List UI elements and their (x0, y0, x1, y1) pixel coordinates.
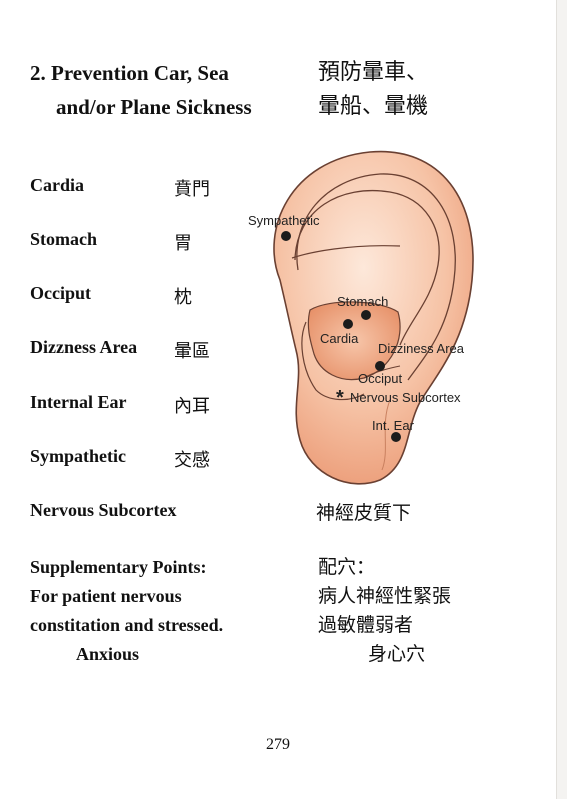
helix-rim (296, 173, 456, 381)
label-stomach: Stomach (337, 294, 388, 309)
point-cardia-zh: 賁門 (174, 179, 210, 200)
lobule-line (381, 399, 391, 471)
point-subcortex-zh: 神經皮質下 (316, 502, 412, 524)
page-title-chinese: 預防暈車、 暈船、暈機 (318, 56, 428, 124)
antihelix-crus (291, 245, 401, 259)
label-cardia: Cardia (320, 331, 359, 346)
sympathetic-point (281, 231, 291, 241)
cardia-point (343, 319, 353, 329)
supplementary-heading: Supplementary Points: (30, 557, 207, 577)
point-stomach-en: Stomach (30, 229, 97, 249)
title-zh-line-1: 預防暈車、 (318, 60, 429, 85)
supplementary-line-1: For patient nervous (30, 586, 182, 606)
point-dizzness-en: Dizzness Area (30, 337, 138, 357)
supplementary-line-2: constitation and stressed. (30, 615, 224, 635)
point-cardia-en: Cardia (30, 175, 84, 195)
point-stomach-zh: 胃 (174, 233, 192, 254)
point-sympathetic-zh: 交感 (174, 450, 210, 471)
occiput-point (375, 361, 385, 371)
point-occiput-zh: 枕 (174, 287, 192, 308)
point-internal-ear-en: Internal Ear (30, 392, 127, 412)
internal-ear-point (391, 432, 401, 442)
tragus (301, 321, 365, 401)
supplementary-chinese: 配穴： 病人神經性緊張 過敏體弱者 身心穴 (318, 553, 451, 669)
supplementary-english: Supplementary Points: For patient nervou… (30, 553, 223, 669)
point-internal-ear-zh: 內耳 (174, 396, 210, 417)
label-occiput: Occiput (358, 371, 402, 386)
supplementary-zh-line-2: 過敏體弱者 (318, 614, 414, 636)
page-title-english: 2. Prevention Car, Sea and/or Plane Sick… (30, 56, 252, 124)
antihelix (294, 190, 440, 346)
title-zh-line-2: 暈船、暈機 (318, 94, 429, 119)
title-line-1: 2. Prevention Car, Sea (30, 61, 229, 85)
point-subcortex-en: Nervous Subcortex (30, 500, 177, 520)
point-occiput-en: Occiput (30, 283, 91, 303)
title-line-2: and/or Plane Sickness (56, 95, 252, 119)
label-sympathetic: Sympathetic (248, 213, 320, 228)
label-int-ear: Int. Ear (372, 418, 415, 433)
ear-diagram: Sympathetic Stomach Cardia Dizziness Are… (248, 150, 474, 485)
point-dizzness-zh: 暈區 (174, 341, 210, 362)
label-nervous-subcortex: Nervous Subcortex (350, 390, 461, 405)
page-number: 279 (266, 736, 290, 753)
label-dizziness-area: Dizziness Area (378, 341, 465, 356)
supplementary-zh-line-1: 病人神經性緊張 (318, 585, 452, 607)
asterisk-icon: * (336, 387, 344, 409)
stomach-point (361, 310, 371, 320)
supplementary-zh-line-3: 身心穴 (368, 643, 426, 665)
point-sympathetic-en: Sympathetic (30, 446, 126, 466)
supplementary-zh-heading: 配穴： (318, 556, 376, 578)
supplementary-line-3: Anxious (76, 644, 140, 664)
